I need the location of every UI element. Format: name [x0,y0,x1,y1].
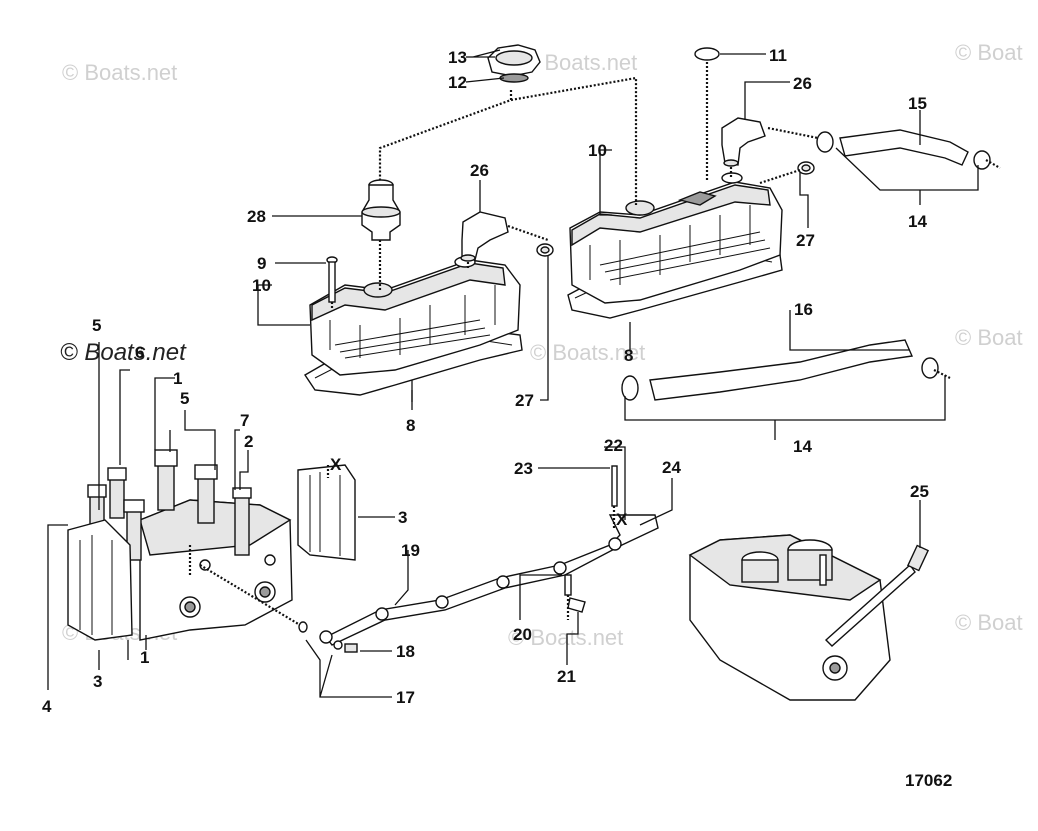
callout-22: 22 [604,436,623,455]
banjo-bolt [298,621,358,653]
fuel-injector [87,449,252,561]
pcv-elbow-fitting [460,211,509,262]
callout-17: 17 [396,688,415,707]
callout-24: 24 [662,458,681,477]
grommet [536,243,554,257]
callout-14: 14 [908,212,927,231]
breather-hose [816,129,991,170]
reference-marker: X [330,455,342,474]
watermark-faint: © Boats.net [508,625,623,650]
callout-9: 9 [257,254,266,273]
callout-14: 14 [793,437,812,456]
callout-26: 26 [793,74,812,93]
fuel-return-line [319,514,659,646]
callout-10: 10 [252,276,271,295]
callout-16: 16 [794,300,813,319]
oil-fill-adapter [361,179,401,241]
callout-8: 8 [624,346,633,365]
watermark-faint: © Boats.net [522,50,637,75]
callout-25: 25 [910,482,929,501]
grommet [797,161,815,175]
callout-4: 4 [42,697,52,716]
callout-27: 27 [515,391,534,410]
callout-27: 27 [796,231,815,250]
callout-13: 13 [448,48,467,67]
callout-20: 20 [513,625,532,644]
callout-18: 18 [396,642,415,661]
callout-26: 26 [470,161,489,180]
watermark-faint: © Boat [955,610,1023,635]
watermark-faint: © Boats.net [530,340,645,365]
callout-3: 3 [93,672,102,691]
breather-hose [621,339,939,401]
callout-6: 6 [135,343,144,362]
valve-cover-right [567,172,783,319]
valve-cover-left [304,256,523,396]
callout-1: 1 [140,648,149,667]
leader-lines [47,49,979,698]
callout-21: 21 [557,667,576,686]
callout-7: 7 [240,411,249,430]
callout-19: 19 [401,541,420,560]
reference-marker: X [616,510,628,529]
callout-5: 5 [180,389,189,408]
watermark-faint: © Boat [955,40,1023,65]
heat-shield-plate [67,519,133,641]
watermark-faint: © Boat [955,325,1023,350]
callout-1: 1 [173,369,182,388]
pcv-elbow-fitting [721,117,766,167]
oil-fill-cap [487,44,541,83]
dipstick-cap [694,47,720,61]
glow-plug [824,544,930,647]
watermark-main: © Boats.net [60,339,187,366]
callout-labels: 13 12 11 26 15 10 26 14 28 27 9 10 16 8 … [42,46,929,716]
heat-shield-plate [297,464,356,561]
tee-fitting [564,574,586,613]
cylinder-head-left [139,499,293,641]
callout-28: 28 [247,207,266,226]
callout-10: 10 [588,141,607,160]
callout-12: 12 [448,73,467,92]
bolt [326,256,338,303]
callout-11: 11 [769,46,787,65]
bolt [611,465,618,507]
callout-8: 8 [406,416,415,435]
diagram-reference-number: 17062 [905,771,952,790]
cylinder-head-right [688,534,891,701]
watermark-faint: © Boats.net [62,60,177,85]
callout-3: 3 [398,508,407,527]
callout-2: 2 [244,432,253,451]
callout-15: 15 [908,94,927,113]
callout-5: 5 [92,316,101,335]
callout-23: 23 [514,459,533,478]
